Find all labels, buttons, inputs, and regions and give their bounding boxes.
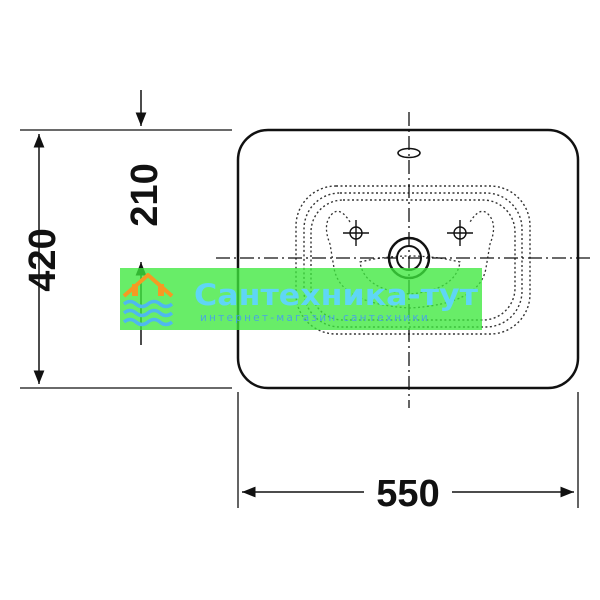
watermark-brand: Сантехника-тут: [194, 278, 478, 312]
dimension-label-550: 550: [376, 473, 439, 515]
watermark-band: [120, 268, 482, 330]
dimension-label-420: 420: [22, 228, 64, 291]
house-waves-icon: [122, 273, 174, 327]
extension-lines: [20, 129, 579, 508]
center-lines: [216, 112, 590, 408]
dimension-label-210: 210: [124, 163, 166, 226]
watermark-tagline: интернет-магазин сантехники: [200, 312, 430, 324]
tap-hole-left: [343, 220, 369, 246]
watermark: Сантехника-тут интернет-магазин сантехни…: [120, 268, 482, 330]
basin-outline: [236, 128, 580, 390]
tap-hole-right: [447, 220, 473, 246]
